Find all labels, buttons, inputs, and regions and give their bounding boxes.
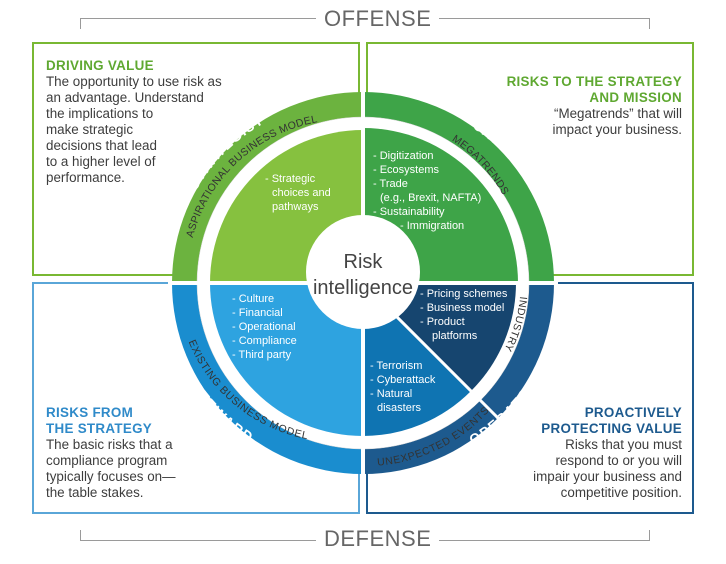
unexpected-items: - Terrorism - Cyberattack - Natural disa… bbox=[370, 360, 436, 414]
catalyst-items: - Digitization - Ecosystems - Trade (e.g… bbox=[373, 150, 481, 232]
body-line: The opportunity to use risk as bbox=[46, 74, 222, 89]
protecting-value-text: PROACTIVELY PROTECTING VALUE Risks that … bbox=[533, 405, 682, 501]
body-line: typically focuses on— bbox=[46, 469, 176, 484]
item-line: - Ecosystems bbox=[373, 164, 440, 176]
risks-from-strategy-title: RISKS FROM THE STRATEGY bbox=[46, 405, 176, 437]
offense-label: OFFENSE bbox=[316, 6, 440, 32]
defense-label: DEFENSE bbox=[316, 526, 440, 552]
body-line: respond to or you will bbox=[555, 453, 682, 468]
risks-to-strategy-body: “Megatrends” that will impact your busin… bbox=[507, 106, 683, 138]
body-line: impact your business. bbox=[552, 122, 683, 137]
body-line: the table stakes. bbox=[46, 485, 144, 500]
driving-value-title: DRIVING VALUE bbox=[46, 58, 222, 74]
center-label-line1: Risk bbox=[344, 251, 384, 273]
title-line: PROTECTING VALUE bbox=[541, 421, 682, 436]
body-line: competitive position. bbox=[560, 485, 682, 500]
title-line: DRIVING VALUE bbox=[46, 58, 154, 73]
item-line: - Business model bbox=[420, 302, 504, 314]
item-line: - Trade bbox=[373, 178, 408, 190]
industry-items: - Pricing schemes - Business model - Pro… bbox=[420, 288, 508, 342]
body-line: compliance program bbox=[46, 453, 168, 468]
item-line: pathways bbox=[272, 201, 319, 213]
title-line: PROACTIVELY bbox=[584, 405, 682, 420]
item-line: - Sustainability bbox=[373, 206, 445, 218]
protecting-value-body: Risks that you must respond to or you wi… bbox=[533, 437, 682, 501]
title-line: AND MISSION bbox=[589, 90, 682, 105]
protecting-value-title: PROACTIVELY PROTECTING VALUE bbox=[533, 405, 682, 437]
body-line: make strategic bbox=[46, 122, 134, 137]
body-line: to a higher level of bbox=[46, 154, 156, 169]
risks-from-strategy-body: The basic risks that a compliance progra… bbox=[46, 437, 176, 501]
item-line: - Immigration bbox=[400, 220, 464, 232]
body-line: The basic risks that a bbox=[46, 437, 173, 452]
driving-value-text: DRIVING VALUE The opportunity to use ris… bbox=[46, 58, 222, 186]
body-line: performance. bbox=[46, 170, 125, 185]
center-label-line2: intelligence bbox=[313, 277, 413, 299]
steward-items: - Culture - Financial - Operational - Co… bbox=[232, 293, 297, 361]
item-line: - Digitization bbox=[373, 150, 434, 162]
driving-value-body: The opportunity to use risk as an advant… bbox=[46, 74, 222, 186]
body-line: decisions that lead bbox=[46, 138, 157, 153]
item-line: - Third party bbox=[232, 349, 292, 361]
item-line: - Culture bbox=[232, 293, 274, 305]
body-line: the implications to bbox=[46, 106, 154, 121]
item-line: - Terrorism bbox=[370, 360, 422, 372]
item-line: - Cyberattack bbox=[370, 374, 436, 386]
body-line: Risks that you must bbox=[565, 437, 682, 452]
item-line: (e.g., Brexit, NAFTA) bbox=[380, 192, 481, 204]
item-line: - Pricing schemes bbox=[420, 288, 508, 300]
item-line: - Compliance bbox=[232, 335, 297, 347]
item-line: - Operational bbox=[232, 321, 296, 333]
risks-to-strategy-title: RISKS TO THE STRATEGY AND MISSION bbox=[507, 74, 682, 106]
risks-from-strategy-text: RISKS FROM THE STRATEGY The basic risks … bbox=[46, 405, 176, 501]
item-line: - Natural bbox=[370, 388, 412, 400]
body-line: “Megatrends” that will bbox=[553, 106, 682, 121]
item-line: platforms bbox=[432, 330, 478, 342]
item-line: - Strategic bbox=[265, 173, 316, 185]
strategist-items: - Strategic choices and pathways bbox=[265, 173, 331, 213]
item-line: choices and bbox=[272, 187, 331, 199]
title-line: RISKS FROM bbox=[46, 405, 134, 420]
title-line: RISKS TO THE STRATEGY bbox=[506, 74, 682, 89]
center-circle bbox=[306, 215, 420, 329]
item-line: - Financial bbox=[232, 307, 283, 319]
title-line: THE STRATEGY bbox=[46, 421, 153, 436]
item-line: - Product bbox=[420, 316, 465, 328]
item-line: disasters bbox=[377, 402, 422, 414]
risks-to-strategy-text: RISKS TO THE STRATEGY AND MISSION “Megat… bbox=[507, 74, 682, 138]
inner-steward bbox=[210, 283, 363, 436]
body-line: impair your business and bbox=[533, 469, 682, 484]
body-line: an advantage. Understand bbox=[46, 90, 204, 105]
